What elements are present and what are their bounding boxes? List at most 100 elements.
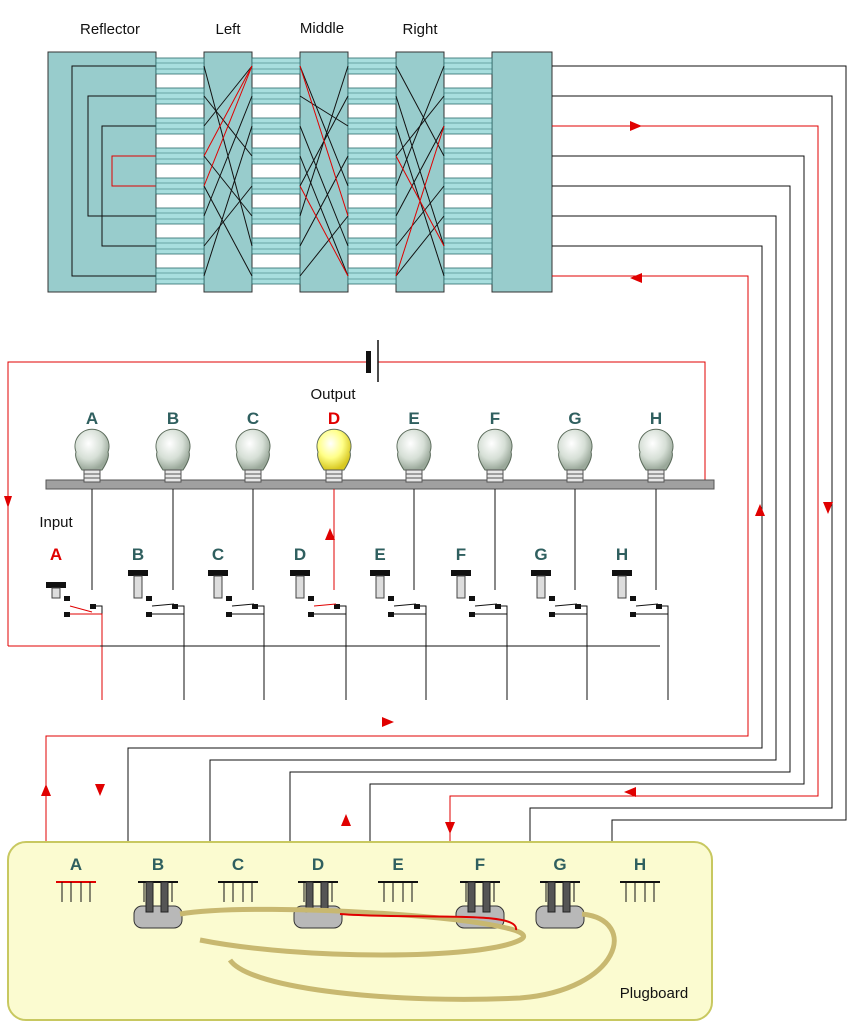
rotor-contacts — [155, 57, 493, 285]
key-out-wire — [555, 613, 588, 700]
key-contact — [308, 596, 314, 601]
plug-B — [133, 881, 183, 929]
lamp-letter: B — [167, 409, 179, 428]
key-cap — [46, 582, 66, 588]
key-letter: E — [374, 545, 385, 564]
left-rotor-body — [203, 51, 253, 293]
lamp-letter: C — [247, 409, 259, 428]
socket-letter: D — [312, 855, 324, 874]
key-bus-wire — [258, 605, 265, 646]
entry-wire-7 — [45, 275, 749, 880]
key-contact — [172, 604, 178, 609]
key-letter: B — [132, 545, 144, 564]
rotor-contact-2-3 — [347, 147, 397, 165]
signal-arrow-10 — [445, 822, 455, 834]
key-stem — [295, 575, 305, 599]
entry-wire-4 — [289, 185, 791, 880]
lamp-B: B — [155, 409, 191, 590]
lamp-letter: D — [328, 409, 340, 428]
bulb-icon — [557, 428, 593, 471]
plugboard-cables — [133, 881, 617, 1002]
rotor-contact-1-2 — [251, 117, 301, 135]
key-contact — [630, 612, 636, 617]
rotor-contact-3-4 — [443, 177, 493, 195]
signal-arrow-4 — [823, 502, 833, 514]
cable-B-F — [179, 906, 526, 958]
bulb-icon — [477, 428, 513, 471]
signal-arrow-0 — [630, 121, 642, 131]
socket-letter: F — [475, 855, 485, 874]
rotor-wire-2-4 — [395, 65, 445, 187]
lamp-H: H — [638, 409, 674, 590]
plug-socket-H: H — [620, 855, 660, 902]
bulb-icon — [74, 428, 110, 471]
rotor-wire-0-8 — [203, 65, 253, 157]
rotor-contact-3-3 — [443, 147, 493, 165]
rotor-contact-3-1 — [443, 87, 493, 105]
key-letter: H — [616, 545, 628, 564]
key-lever — [554, 603, 578, 607]
key-letter: C — [212, 545, 224, 564]
socket-letter: B — [152, 855, 164, 874]
bulb-base — [647, 469, 665, 483]
output-label: Output — [310, 386, 356, 403]
rotor-wire-0-2 — [203, 65, 253, 127]
rotor-contact-3-7 — [443, 267, 493, 285]
rotor-assembly: Reflector Left Middle Right — [47, 20, 553, 293]
bulb-base — [83, 469, 101, 483]
rotor-wire-1-1 — [299, 95, 349, 127]
rotor-wire-0-9 — [203, 65, 253, 187]
rotor-contact-3-0 — [443, 57, 493, 75]
key-cap — [290, 570, 310, 576]
rotor-wire-1-6 — [299, 155, 349, 247]
rotor-contact-2-0 — [347, 57, 397, 75]
key-stem — [456, 575, 466, 599]
key-cap — [208, 570, 228, 576]
key-bus-wire — [662, 605, 669, 646]
rotor-contact-0-3 — [155, 147, 205, 165]
rotor-contact-2-5 — [347, 207, 397, 225]
key-out-wire — [475, 613, 508, 700]
rotor-wire-1-8 — [299, 65, 349, 217]
rotor-contact-1-3 — [251, 147, 301, 165]
battery-circuit — [4, 361, 706, 647]
plug-G — [535, 881, 585, 929]
key-contact — [252, 604, 258, 609]
entry-wire-3 — [369, 155, 805, 880]
key-E: E — [370, 545, 427, 700]
rotor-wire-2-6 — [395, 185, 445, 247]
key-C: C — [208, 545, 265, 700]
lamp-E: E — [396, 409, 432, 590]
lamp-C: C — [235, 409, 271, 590]
key-out-wire — [314, 613, 347, 700]
bulb-base — [325, 469, 343, 483]
cable-D-G — [227, 911, 617, 1002]
key-lever — [151, 603, 175, 607]
rotor-contact-1-1 — [251, 87, 301, 105]
lamp-letter: H — [650, 409, 662, 428]
key-contact — [656, 604, 662, 609]
lamp-rail — [45, 479, 715, 490]
rotor-contact-0-7 — [155, 267, 205, 285]
bulb-icon — [155, 428, 191, 471]
rotor-contact-3-2 — [443, 117, 493, 135]
rotor-contact-0-2 — [155, 117, 205, 135]
key-contact — [388, 612, 394, 617]
key-contact — [388, 596, 394, 601]
key-contact — [575, 604, 581, 609]
key-lever — [313, 603, 337, 607]
signal-arrow-8 — [95, 784, 105, 796]
plug-prong — [467, 881, 476, 913]
key-lever — [231, 603, 255, 607]
plug-prong — [160, 881, 169, 913]
rotor-contact-2-6 — [347, 237, 397, 255]
bulb-base — [244, 469, 262, 483]
key-contact — [226, 596, 232, 601]
key-contact — [469, 596, 475, 601]
entry-wire-0 — [552, 65, 847, 880]
key-contact — [549, 612, 555, 617]
plug-prong — [547, 881, 556, 913]
plugboard-label: Plugboard — [620, 985, 688, 1002]
